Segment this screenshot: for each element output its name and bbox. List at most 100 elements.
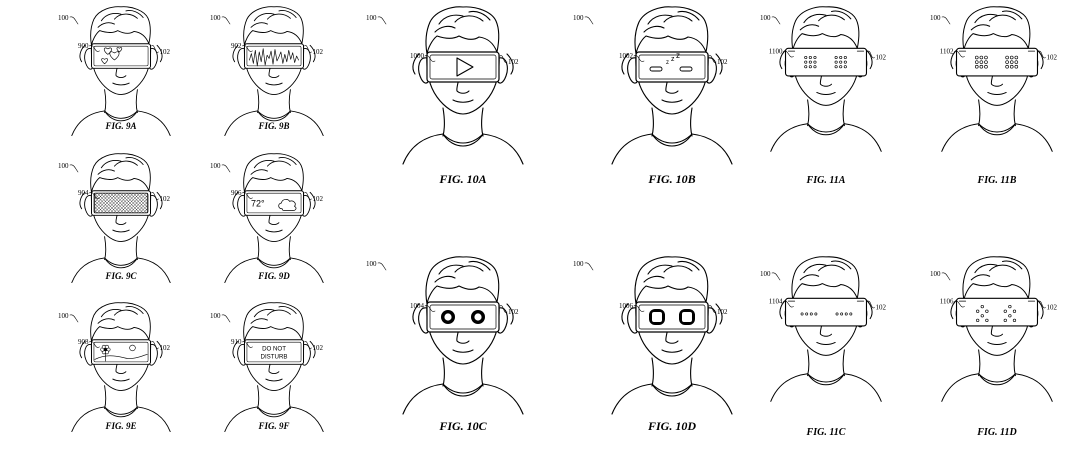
pattern-dot [813, 65, 817, 69]
system-leader [221, 164, 231, 173]
hair-strand [831, 10, 852, 20]
hair-strand [100, 13, 122, 22]
neck-right [480, 357, 484, 387]
pattern-dot [834, 56, 838, 60]
system-reference: 100 [573, 14, 584, 22]
hair-strand [468, 260, 491, 271]
system-reference: 100 [210, 312, 221, 320]
system-reference: 100 [210, 14, 221, 22]
neck-right [1013, 99, 1016, 127]
strap-left [232, 44, 239, 63]
left-ear [627, 57, 639, 84]
pattern-dot [974, 55, 979, 60]
collar [807, 373, 845, 383]
strap-left [79, 44, 86, 63]
collar [442, 383, 484, 394]
face-outline [90, 191, 152, 243]
hair-strand [989, 14, 1016, 22]
display-reference: 1000 [410, 52, 425, 60]
right-ear [301, 195, 311, 217]
neck-right [1013, 349, 1016, 377]
figure-caption: FIG. 10A [438, 172, 486, 186]
heart-icon [116, 47, 123, 53]
system-leader [941, 272, 951, 281]
pattern-dot [1005, 64, 1009, 69]
hair-strand [278, 306, 297, 314]
pattern-dot [843, 56, 847, 60]
collar [442, 133, 484, 144]
pattern-dot [1014, 60, 1019, 64]
hair-strand [970, 24, 991, 31]
pattern-dot [974, 64, 979, 69]
device-leader [708, 305, 717, 313]
person-drawing [402, 256, 524, 415]
device-reference: 102 [1046, 54, 1057, 62]
collar [807, 123, 845, 133]
figure-caption: FIG. 11C [806, 427, 846, 438]
collar [257, 257, 291, 266]
mouth [816, 341, 836, 346]
figure-caption: FIG. 10C [438, 419, 487, 433]
right-ear [496, 57, 508, 84]
pattern-dot [804, 56, 808, 60]
system-reference: 100 [760, 14, 771, 22]
collar [257, 110, 291, 119]
shoulders [770, 123, 882, 152]
system-reference: 100 [58, 162, 69, 170]
left-ear [237, 344, 247, 366]
face-outline [635, 303, 709, 365]
right-ear [301, 48, 311, 70]
face-outline [243, 44, 305, 96]
display-screen [246, 192, 302, 214]
system-leader [584, 16, 594, 25]
pattern-dot [844, 312, 848, 316]
hair-outline [243, 153, 304, 193]
device-leader [867, 50, 875, 59]
shoulders [224, 257, 324, 284]
person-drawing [224, 6, 324, 137]
pattern-dot [979, 60, 984, 64]
device-leader [1038, 50, 1046, 59]
face-outline [90, 340, 152, 392]
hair-outline [634, 256, 709, 305]
mouth [452, 99, 474, 103]
strap-right [156, 44, 163, 63]
system-reference: 100 [760, 270, 771, 278]
goggles-display [784, 297, 868, 327]
strap-left [779, 299, 787, 320]
heart-icon [103, 47, 112, 55]
pattern-dot [804, 60, 808, 64]
strap-left [232, 340, 239, 359]
pattern-dot [985, 318, 989, 323]
collar [978, 373, 1016, 383]
face-outline [963, 49, 1031, 106]
figure-caption: FIG. 9B [257, 121, 289, 131]
device-leader [499, 55, 508, 63]
face-outline [792, 299, 860, 356]
device-reference: 102 [313, 48, 324, 56]
neck-left [257, 385, 260, 410]
system-leader [584, 262, 594, 271]
system-reference: 100 [930, 270, 941, 278]
hair-outline [243, 302, 304, 342]
strap-left [79, 191, 86, 210]
collar [257, 406, 291, 415]
neck-left [978, 349, 981, 377]
display-leader [424, 305, 436, 312]
display-leader [633, 55, 645, 62]
system-leader [377, 262, 387, 271]
face-outline [635, 53, 709, 115]
system-reference: 100 [210, 162, 221, 170]
display-reference: 1106 [940, 298, 954, 306]
display-leader [424, 55, 436, 62]
mouth [112, 82, 130, 86]
mouth [987, 91, 1007, 96]
neck-right [288, 236, 291, 261]
mouth [112, 378, 130, 382]
pattern-dot [843, 65, 847, 69]
pattern-dot [1008, 314, 1012, 318]
pattern-dot [985, 309, 989, 313]
left-ear [418, 57, 430, 84]
